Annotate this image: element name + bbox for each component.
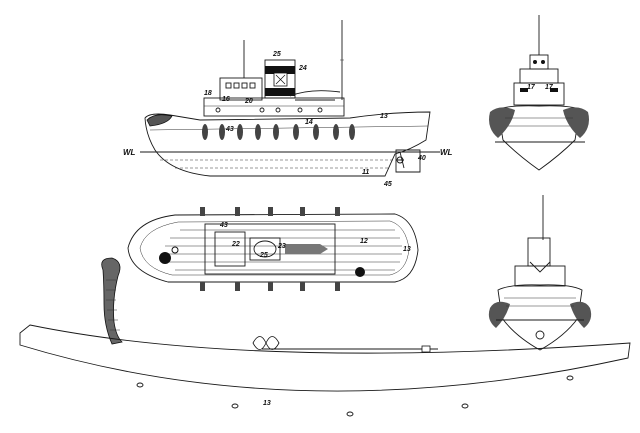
label-13-deck: 13 xyxy=(403,246,411,253)
label-45: 45 xyxy=(383,181,392,188)
label-wl-right: WL xyxy=(440,148,453,157)
funnel xyxy=(264,59,296,99)
front-view xyxy=(489,15,589,171)
label-18: 18 xyxy=(204,90,212,97)
deck-plan xyxy=(127,207,419,291)
label-11: 11 xyxy=(362,169,369,176)
label-17a: 17 xyxy=(527,84,536,91)
side-elevation xyxy=(140,20,440,177)
label-24: 24 xyxy=(298,65,307,72)
label-40: 40 xyxy=(417,155,426,162)
label-43-deck: 43 xyxy=(219,222,228,229)
label-12: 12 xyxy=(360,238,368,245)
bulwark-strip xyxy=(19,324,631,417)
label-20: 20 xyxy=(244,98,253,105)
label-13-side: 13 xyxy=(380,113,388,120)
label-23: 23 xyxy=(277,243,286,250)
propeller-shaft xyxy=(252,336,438,353)
label-25-deck: 25 xyxy=(259,252,268,259)
deck-planking xyxy=(165,229,402,271)
label-17b: 17 xyxy=(545,84,554,91)
side-tyre-fenders xyxy=(202,124,355,140)
label-16: 16 xyxy=(222,96,230,103)
label-22: 22 xyxy=(231,241,240,248)
label-wl-left: WL xyxy=(123,148,136,157)
label-14: 14 xyxy=(305,119,313,126)
label-25: 25 xyxy=(272,51,281,58)
rear-view xyxy=(488,195,592,351)
deck-fenders xyxy=(200,207,340,291)
label-13-strip: 13 xyxy=(263,400,271,407)
bow-fender-part xyxy=(101,257,123,345)
label-43-side: 43 xyxy=(225,126,234,133)
